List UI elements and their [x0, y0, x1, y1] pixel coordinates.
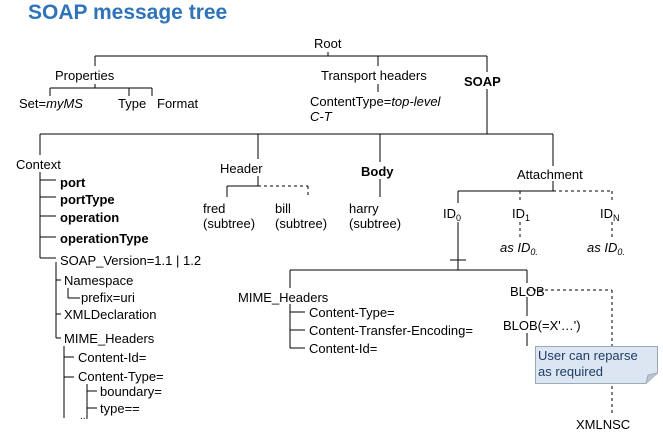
harry-node: harry — [349, 201, 379, 216]
as-label: as — [587, 240, 601, 255]
note-line-1: User can reparse — [538, 348, 638, 363]
prefix-node: prefix=uri — [81, 290, 135, 305]
id0-subscript: 0 — [456, 213, 462, 223]
harry-subtree: (subtree) — [349, 216, 402, 231]
blob-value-node: BLOB(=X'…') — [503, 318, 581, 333]
boundary-node: boundary= — [100, 384, 162, 399]
content-type-node: ContentType=top-level — [310, 94, 440, 109]
fred-node: fred — [203, 201, 226, 216]
id0-ref-subscript: 0 — [617, 247, 623, 257]
page-title: SOAP message tree — [28, 1, 228, 24]
xmlnsc-node: XMLNSC — [576, 417, 631, 432]
id0-ref-prefix: ID — [517, 240, 531, 255]
fred-subtree: (subtree) — [203, 216, 256, 231]
attachment-content-type-node: Content-Type= — [309, 305, 395, 320]
soap-version-node: SOAP_Version=1.1 | 1.2 — [60, 253, 202, 268]
idn-node: IDN — [600, 206, 620, 223]
attachment-mime-headers-node: MIME_Headers — [238, 290, 329, 305]
content-type-prefix: ContentType= — [310, 94, 392, 109]
note-line-2: as required — [538, 364, 604, 379]
header-node: Header — [220, 161, 263, 176]
namespace-node: Namespace — [64, 273, 134, 288]
context-ellipsis: ... — [80, 411, 89, 422]
soap-node: SOAP — [464, 74, 501, 89]
id1-as-id0: as ID0. — [500, 240, 538, 257]
type-param-node: type== — [100, 401, 140, 416]
blob-node: BLOB — [510, 284, 545, 299]
id0-ref-dot: . — [622, 247, 625, 257]
context-content-type-node: Content-Type= — [78, 369, 164, 384]
type-node: Type — [118, 96, 147, 111]
id0-ref-prefix: ID — [604, 240, 618, 255]
context-node: Context — [16, 157, 61, 172]
body-node: Body — [361, 164, 394, 179]
idn-subscript: N — [613, 213, 620, 223]
id1-subscript: 1 — [525, 213, 531, 223]
idn-as-id0: as ID0. — [587, 240, 625, 257]
xml-declaration-node: XMLDeclaration — [64, 307, 157, 322]
context-mime-headers-node: MIME_Headers — [64, 331, 155, 346]
id0-ref-dot: . — [535, 247, 538, 257]
operation-node: operation — [60, 210, 120, 225]
id0-node: ID0 — [443, 206, 462, 223]
attachment-content-id-node: Content-Id= — [309, 341, 378, 356]
id0-prefix: ID — [443, 206, 456, 221]
content-transfer-encoding-node: Content-Transfer-Encoding= — [309, 323, 473, 338]
id1-node: ID1 — [512, 206, 531, 223]
port-type-node: portType — [60, 192, 115, 207]
content-type-value-line2: C-T — [310, 109, 332, 124]
properties-node: Properties — [55, 68, 115, 83]
as-label: as — [500, 240, 514, 255]
id0-ref-subscript: 0 — [530, 247, 536, 257]
set-prefix: Set= — [19, 96, 47, 111]
note-shape — [535, 346, 658, 384]
set-value: myMS — [46, 96, 83, 111]
content-type-value: top-level — [391, 94, 441, 109]
idn-prefix: ID — [600, 206, 613, 221]
format-node: Format — [157, 96, 199, 111]
root-node: Root — [314, 36, 342, 51]
transport-headers-node: Transport headers — [321, 68, 427, 83]
bill-subtree: (subtree) — [275, 216, 328, 231]
operation-type-node: operationType — [60, 231, 149, 246]
set-node: Set=myMS — [19, 96, 83, 111]
context-content-id-node: Content-Id= — [78, 350, 147, 365]
id1-prefix: ID — [512, 206, 525, 221]
port-node: port — [60, 175, 86, 190]
bill-node: bill — [275, 201, 291, 216]
attachment-node: Attachment — [517, 167, 583, 182]
